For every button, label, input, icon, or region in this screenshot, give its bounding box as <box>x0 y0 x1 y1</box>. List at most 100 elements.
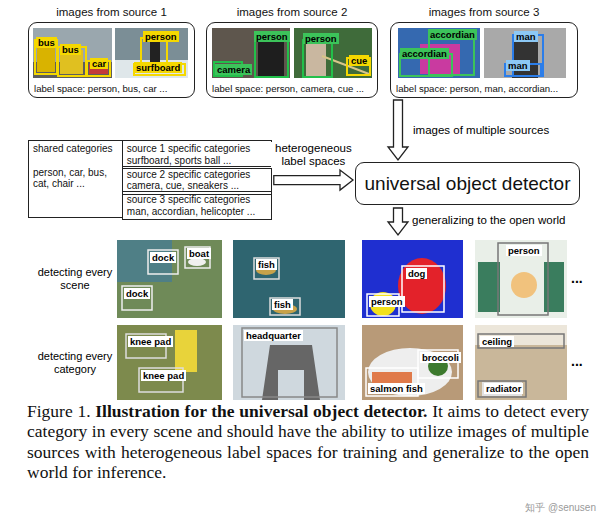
box-tag: accordian <box>428 29 477 40</box>
bounding-box <box>254 258 279 279</box>
building-shape <box>262 345 320 400</box>
node-text: label space: person, bus, car ... <box>34 83 189 94</box>
scene-row-photos <box>117 240 567 318</box>
node-text: man, accordian, helicopter ... <box>127 206 267 218</box>
arrow-outline <box>388 100 408 160</box>
box-tag: dock <box>150 252 176 263</box>
box-tag: salmon fish <box>368 383 425 394</box>
box-tag: fish <box>272 299 293 310</box>
box-tag: ceiling <box>480 336 514 347</box>
block-arrow <box>274 170 353 190</box>
surfer <box>150 42 160 64</box>
box-tag: person <box>254 31 290 42</box>
box-tag: bus <box>60 44 81 55</box>
node-heading: images from source 3 <box>396 6 572 19</box>
box-tag: radiator <box>484 383 523 394</box>
node-text: person, car, bus, cat, chair ... <box>33 167 118 190</box>
node-text: surfboard, sports ball ... <box>127 155 267 167</box>
bounding-box <box>402 266 444 312</box>
bounding-box <box>255 38 288 77</box>
cue-shape <box>322 56 369 74</box>
bounding-box <box>270 298 300 315</box>
arrow-outline <box>274 170 353 190</box>
photo <box>212 28 290 78</box>
node-text: camera, cue, sneakers ... <box>127 180 267 192</box>
block-arrow <box>388 100 408 160</box>
node-heading: images from source 2 <box>212 6 372 19</box>
box-tag: car <box>90 58 108 69</box>
box-tag: camera <box>215 64 252 75</box>
edge-label: images of multiple sources <box>412 124 550 137</box>
node-heading: source 3 specific categories <box>127 194 267 206</box>
bus-shape <box>37 44 55 72</box>
photo <box>294 28 372 78</box>
box-tag: knee pad <box>128 336 173 347</box>
cartoon-face <box>511 272 537 298</box>
person-shape <box>306 44 326 78</box>
shelf <box>478 262 500 312</box>
box-tag: person <box>143 31 179 42</box>
detector-box: universal object detector <box>355 162 580 205</box>
photo <box>475 240 567 318</box>
player-shape <box>175 330 197 372</box>
box-tag: bus <box>36 37 57 48</box>
source-1-photos <box>33 28 188 78</box>
node-heading: shared categories <box>33 143 118 155</box>
box-tag: person <box>506 245 542 256</box>
source-2-photos <box>212 28 372 78</box>
photo <box>398 28 480 78</box>
box-tag: dog <box>406 268 427 279</box>
edge-label: heterogeneous label spaces <box>271 142 355 168</box>
category-cell: source 3 specific categoriesman, accordi… <box>122 191 272 220</box>
box-tag: knee pad <box>141 370 186 381</box>
bounding-box <box>148 250 178 274</box>
row-label: detecting every category <box>34 350 116 376</box>
box-tag: man <box>514 31 538 42</box>
bounding-box <box>122 286 152 310</box>
category-cell: shared categories person, car, bus, cat, … <box>28 140 123 218</box>
watermark: 知乎 @senusen <box>525 502 596 513</box>
box-tag: broccoli <box>420 352 461 363</box>
bounding-box <box>242 328 337 397</box>
shelf <box>544 262 564 312</box>
ellipsis: ... <box>571 354 583 368</box>
bounding-box <box>478 334 564 348</box>
box-tag: boat <box>187 248 211 259</box>
node-heading: source 2 specific categories <box>127 169 267 181</box>
box-tag: accordian <box>400 48 449 59</box>
photo <box>117 240 222 318</box>
node-heading: universal object detector <box>365 173 571 195</box>
box-tag: person <box>369 296 405 307</box>
box-tag: man <box>506 60 530 71</box>
figure-caption: Figure 1. Illustration for the universal… <box>27 401 589 483</box>
bounding-box <box>303 40 332 77</box>
photo <box>475 325 567 400</box>
photo <box>117 325 222 400</box>
box-tag: headquarter <box>244 330 303 341</box>
thermal-blob <box>398 258 446 314</box>
category-row-photos <box>117 325 567 400</box>
source-3-photos <box>398 28 566 78</box>
node-heading: images from source 1 <box>34 6 189 19</box>
row-label: detecting every scene <box>34 266 116 292</box>
person-shape <box>258 40 284 78</box>
box-tag: dock <box>124 288 150 299</box>
photo <box>362 240 463 318</box>
photo <box>484 28 566 78</box>
photo <box>115 28 188 78</box>
bounding-box <box>478 381 526 397</box>
generalize-arrow <box>388 208 408 235</box>
wave <box>115 60 188 78</box>
node-text: label space: person, man, accordian... <box>396 83 572 94</box>
bounding-box <box>498 243 548 315</box>
box-tag: cue <box>349 55 369 66</box>
box-tag: person <box>303 33 339 44</box>
box-tag: fish <box>256 259 277 270</box>
box-tag: surfboard <box>134 62 182 73</box>
source-panel: images from source 3label space: person,… <box>390 22 578 98</box>
ellipsis: ... <box>571 271 583 285</box>
photo <box>233 325 345 400</box>
node-text: label space: person, camera, cue ... <box>212 83 372 94</box>
node-heading: source 1 specific categories <box>127 143 267 155</box>
